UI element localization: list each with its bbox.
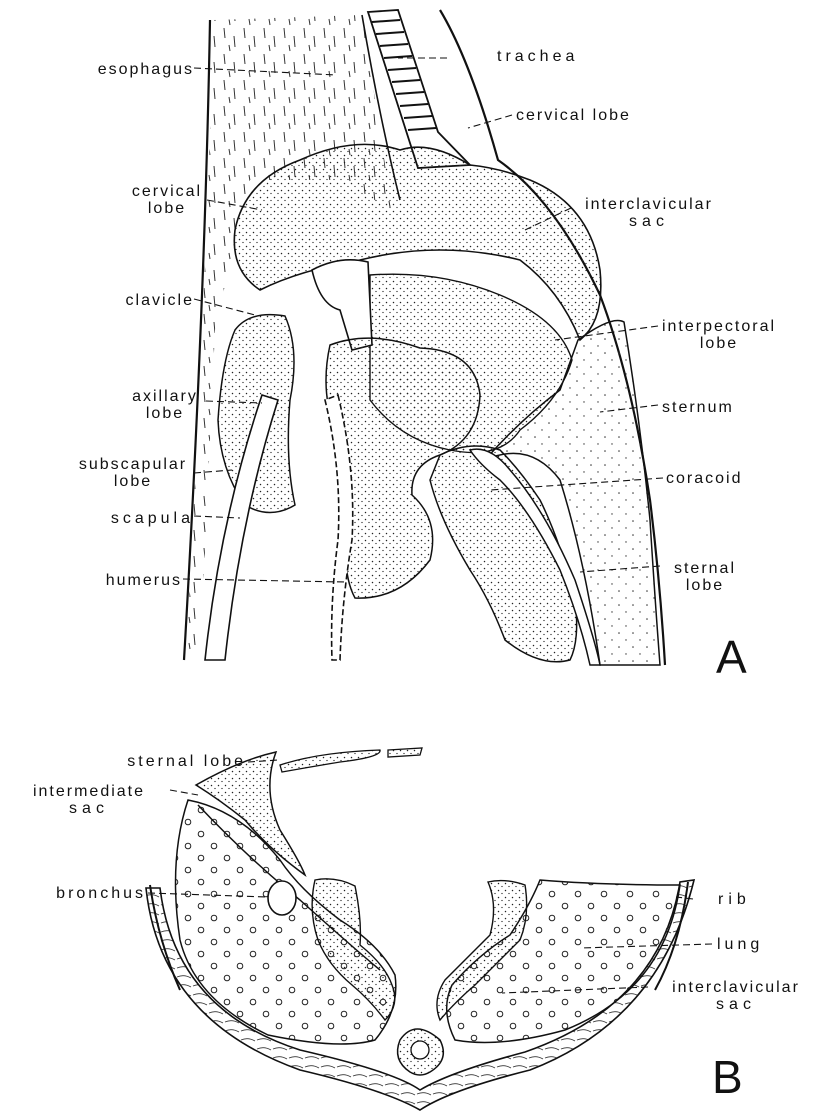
label-sternum: sternum (662, 399, 734, 416)
sternal-lobe-fragment-1 (280, 750, 380, 772)
label-bronchus: bronchus (56, 885, 146, 902)
label-clavicle: clavicle (126, 292, 194, 309)
label-coracoid: coracoid (666, 470, 742, 487)
clavicle-shape (312, 260, 372, 350)
label-cervical-lobe-left-1: cervical (128, 183, 206, 200)
panel-a-letter: A (716, 630, 747, 684)
label-esophagus: esophagus (98, 61, 194, 78)
label-scapula: scapula (111, 510, 194, 527)
sternal-lobe-fragment-2 (388, 748, 422, 757)
label-interclavicular-sac-b-1: interclavicular (656, 979, 816, 996)
label-subscapular-lobe-1: subscapular (74, 456, 192, 473)
label-humerus: humerus (106, 572, 182, 589)
label-intermediate-sac-2: sac (4, 800, 174, 817)
label-interclavicular-sac-a-1: interclavicular (574, 196, 724, 213)
label-sternal-lobe-a-1: sternal (664, 560, 746, 577)
panel-b-drawing (146, 748, 712, 1110)
label-rib: rib (718, 891, 751, 908)
label-lung: lung (717, 936, 763, 953)
label-axillary-lobe-1: axillary (125, 388, 205, 405)
panel-b-letter: B (712, 1050, 743, 1104)
label-axillary-lobe-2: lobe (125, 405, 205, 422)
label-trachea: trachea (497, 48, 578, 65)
trachea-rings (372, 20, 436, 130)
label-interclavicular-sac-b-2: sac (656, 996, 816, 1013)
label-interclavicular-sac-a-2: sac (574, 213, 724, 230)
label-cervical-lobe-left-2: lobe (128, 200, 206, 217)
label-subscapular-lobe-2: lobe (74, 473, 192, 490)
label-cervical-lobe-right: cervical lobe (516, 107, 631, 124)
bronchus-shape (268, 881, 296, 915)
label-interpectoral-lobe-1: interpectoral (654, 318, 784, 335)
label-intermediate-sac-1: intermediate (4, 783, 174, 800)
label-sternal-lobe-a-2: lobe (664, 577, 746, 594)
vertebra-canal (411, 1041, 429, 1059)
label-sternal-lobe-b: sternal lobe (127, 753, 246, 770)
label-interpectoral-lobe-2: lobe (654, 335, 784, 352)
